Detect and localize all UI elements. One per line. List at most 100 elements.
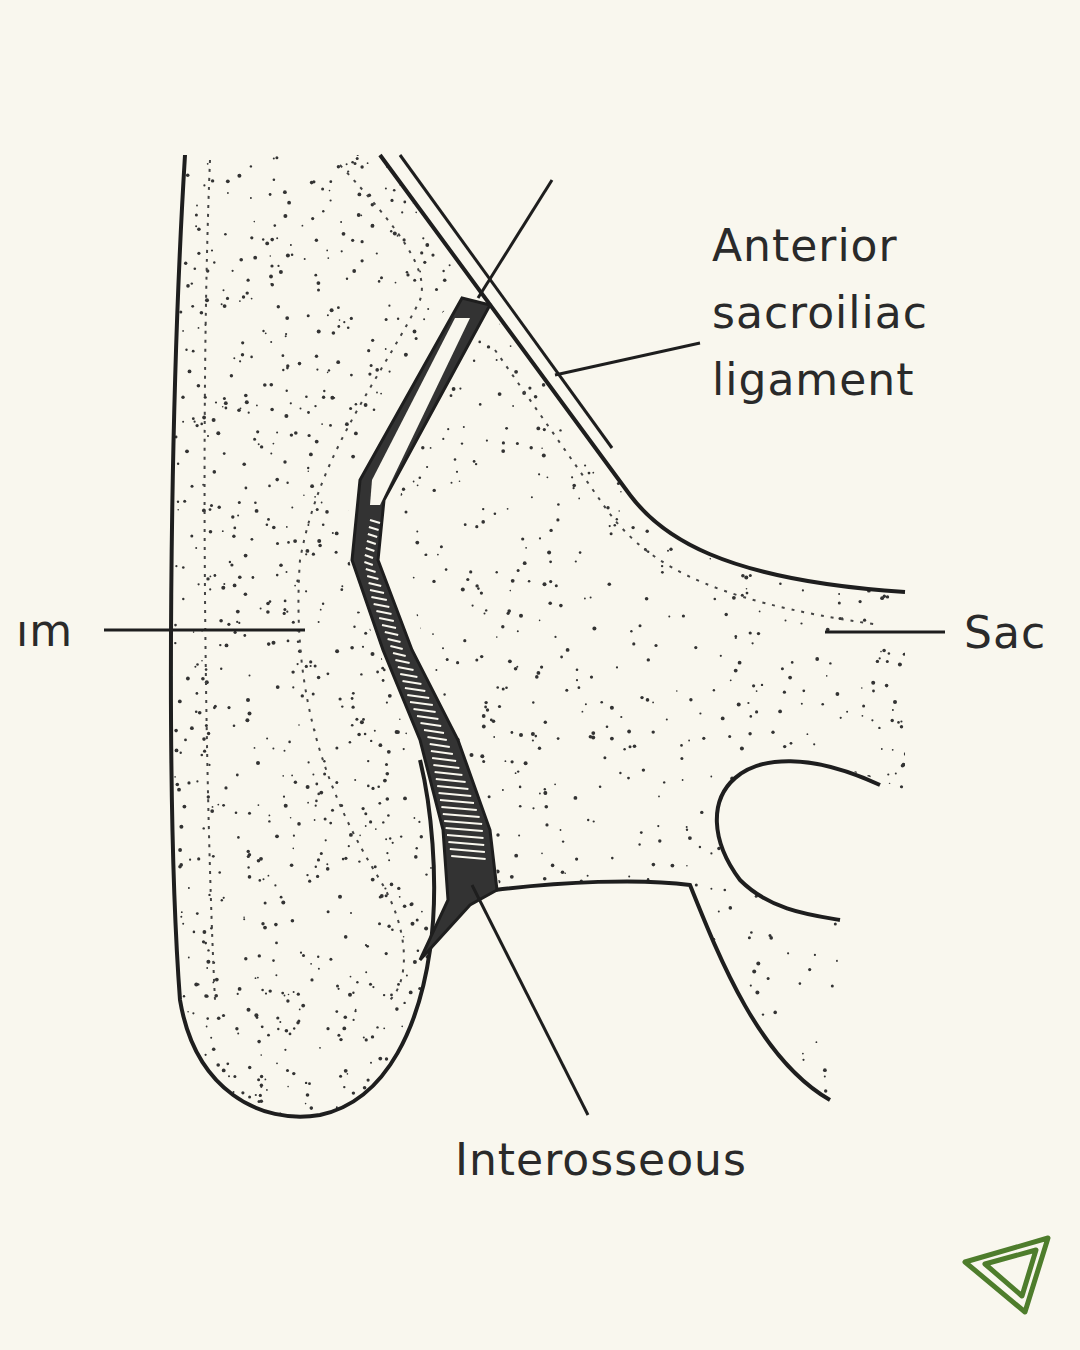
stipple-dot (829, 448, 831, 450)
stipple-dot (462, 1056, 465, 1059)
stipple-dot (883, 970, 887, 974)
stipple-dot (260, 1086, 262, 1088)
stipple-dot (803, 1103, 805, 1105)
stipple-dot (305, 395, 308, 398)
stipple-dot (242, 295, 245, 298)
stipple-dot (260, 1084, 263, 1087)
stipple-dot (430, 419, 432, 421)
stipple-dot (238, 622, 240, 624)
stipple-dot (459, 674, 462, 677)
stipple-dot (268, 485, 271, 488)
stipple-dot (444, 997, 448, 1001)
stipple-dot (746, 592, 749, 595)
stipple-dot (462, 533, 464, 535)
stipple-dot (531, 496, 533, 498)
stipple-dot (569, 327, 572, 330)
stipple-dot (396, 152, 399, 155)
stipple-dot (244, 554, 248, 558)
stipple-dot (419, 850, 421, 852)
stipple-dot (502, 789, 504, 791)
stipple-dot (395, 408, 397, 410)
stipple-dot (230, 374, 233, 377)
stipple-dot (379, 1050, 382, 1053)
stipple-dot (501, 449, 505, 453)
stipple-dot (306, 549, 310, 553)
stipple-dot (182, 598, 184, 600)
stipple-dot (397, 318, 399, 320)
stipple-dot (457, 547, 460, 550)
stipple-dot (393, 320, 396, 323)
stipple-dot (512, 1004, 516, 1008)
stipple-dot (182, 330, 184, 332)
stipple-dot (226, 1062, 229, 1065)
stipple-dot (696, 1026, 699, 1029)
stipple-dot (349, 407, 352, 410)
stipple-dot (315, 800, 318, 803)
stipple-dot (310, 978, 313, 981)
stipple-dot (413, 279, 416, 282)
stipple-dot (672, 487, 675, 490)
stipple-dot (402, 488, 405, 491)
stipple-dot (260, 445, 263, 448)
stipple-dot (749, 631, 752, 634)
stipple-dot (247, 279, 250, 282)
stipple-dot (745, 850, 749, 854)
stipple-dot (724, 889, 727, 892)
stipple-dot (480, 754, 484, 758)
stipple-dot (473, 920, 476, 923)
stipple-dot (227, 192, 229, 194)
stipple-dot (676, 690, 678, 692)
stipple-dot (305, 590, 307, 592)
stipple-dot (660, 363, 662, 365)
stipple-dot (605, 415, 609, 419)
stipple-dot (394, 1113, 396, 1115)
stipple-dot (734, 669, 738, 673)
stipple-dot (247, 866, 249, 868)
stipple-dot (530, 446, 533, 449)
stipple-dot (329, 822, 332, 825)
stipple-dot (469, 570, 472, 573)
stipple-dot (448, 229, 451, 232)
stipple-dot (256, 1016, 259, 1019)
stipple-dot (406, 975, 408, 977)
stipple-dot (558, 1014, 562, 1018)
stipple-dot (610, 737, 614, 741)
stipple-dot (425, 1002, 427, 1004)
stipple-dot (881, 338, 884, 341)
stipple-dot (265, 242, 269, 246)
stipple-dot (762, 848, 764, 850)
stipple-dot (509, 932, 512, 935)
stipple-dot (383, 994, 385, 996)
stipple-dot (317, 956, 319, 958)
stipple-dot (464, 1090, 468, 1094)
stipple-dot (559, 429, 561, 431)
stipple-dot (612, 959, 614, 961)
stipple-dot (396, 1086, 400, 1090)
stipple-dot (233, 357, 235, 359)
stipple-dot (367, 1121, 369, 1123)
stipple-dot (308, 1082, 311, 1085)
stipple-dot (620, 716, 622, 718)
stipple-dot (737, 856, 739, 858)
stipple-dot (545, 805, 549, 809)
stipple-dot (709, 435, 711, 437)
stipple-dot (358, 193, 362, 197)
stipple-dot (778, 710, 782, 714)
stipple-dot (692, 523, 694, 525)
stipple-dot (352, 269, 356, 273)
stipple-dot (174, 624, 177, 627)
stipple-dot (489, 946, 492, 949)
stipple-dot (357, 213, 361, 217)
stipple-dot (414, 855, 418, 859)
stipple-dot (560, 656, 563, 659)
stipple-dot (220, 668, 222, 670)
stipple-dot (899, 954, 901, 956)
stipple-dot (386, 1079, 390, 1083)
stipple-dot (401, 304, 404, 307)
stipple-dot (829, 662, 831, 664)
stipple-dot (860, 469, 862, 471)
stipple-dot (745, 1096, 747, 1098)
stipple-dot (301, 694, 304, 697)
stipple-dot (290, 864, 294, 868)
stipple-dot (308, 880, 311, 883)
